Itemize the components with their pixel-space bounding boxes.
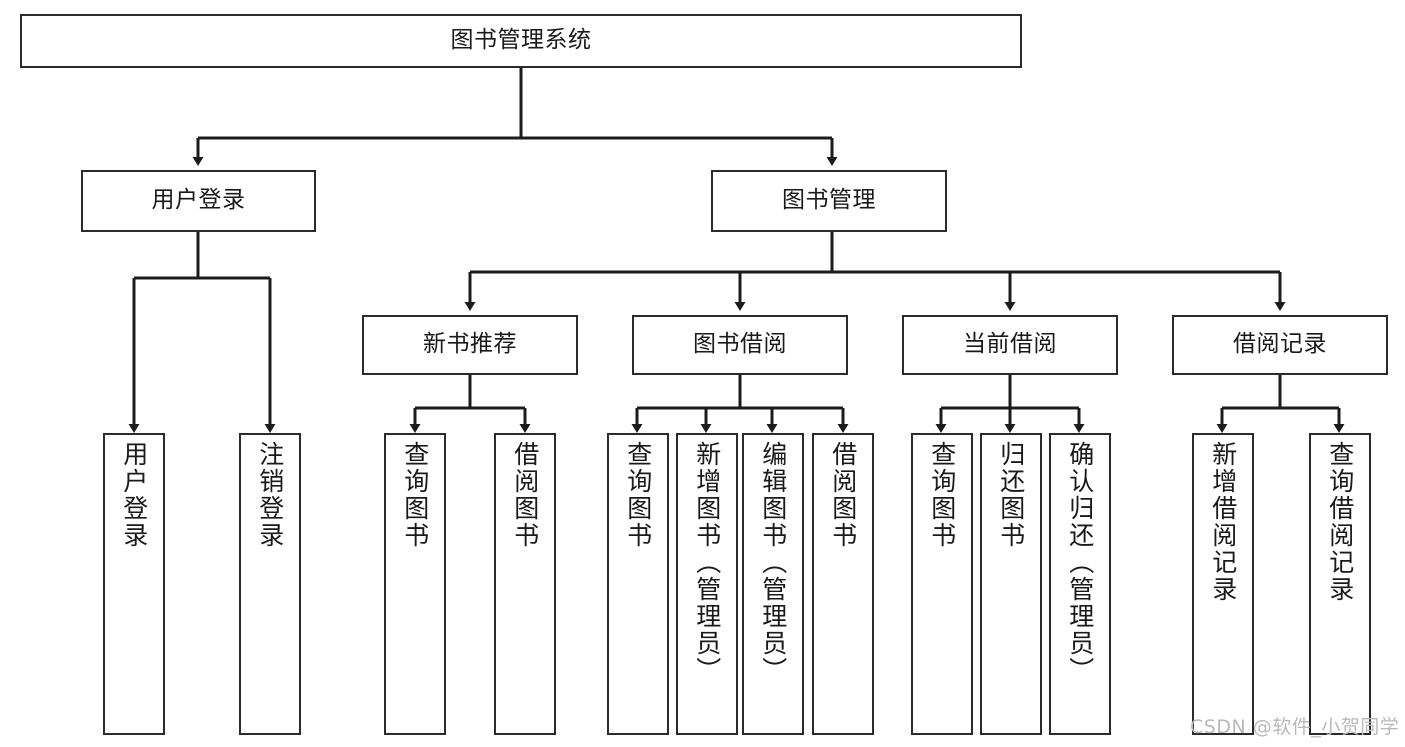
node-label: 归还图书 [996,441,1026,549]
node-label: 借阅记录 [1233,331,1327,358]
leaf-borrow-record-add-record[interactable]: 新增借阅记录 [1192,433,1254,735]
node-book-borrow[interactable]: 图书借阅 [632,315,848,375]
leaf-user-login-login[interactable]: 用户登录 [103,433,165,735]
node-label: 查询图书 [927,441,957,549]
node-user-login[interactable]: 用户登录 [81,170,316,232]
node-label: 图书管理系统 [450,27,592,54]
node-root-system[interactable]: 图书管理系统 [20,14,1022,68]
node-book-management[interactable]: 图书管理 [711,170,947,232]
leaf-new-book-query-book[interactable]: 查询图书 [384,433,446,735]
leaf-user-login-logout[interactable]: 注销登录 [239,433,301,735]
leaf-current-borrow-query-book[interactable]: 查询图书 [911,433,973,735]
node-label: 借阅图书 [510,441,540,549]
leaf-borrow-record-query-record[interactable]: 查询借阅记录 [1309,433,1371,735]
node-label: 图书借阅 [693,331,787,358]
leaf-current-borrow-return-book[interactable]: 归还图书 [980,433,1042,735]
leaf-current-borrow-confirm-return-admin[interactable]: 确认归还（管理员） [1049,433,1111,735]
node-label: 借阅图书 [828,441,858,549]
node-label: 查询图书 [623,441,653,549]
csdn-watermark: CSDN @软件_小贺同学 [1190,716,1400,738]
node-label: 用户登录 [151,187,246,214]
node-label: 新书推荐 [423,331,517,358]
leaf-book-borrow-borrow-book[interactable]: 借阅图书 [812,433,874,735]
node-label: 查询图书 [400,441,430,549]
node-label: 新增借阅记录 [1208,441,1238,603]
node-label: 图书管理 [782,187,876,214]
leaf-new-book-borrow-book[interactable]: 借阅图书 [494,433,556,735]
leaf-book-borrow-add-book-admin[interactable]: 新增图书（管理员） [676,433,738,735]
leaf-book-borrow-query-book[interactable]: 查询图书 [607,433,669,735]
node-label: 查询借阅记录 [1325,441,1355,603]
leaf-book-borrow-edit-book-admin[interactable]: 编辑图书（管理员） [742,433,804,735]
node-borrow-record[interactable]: 借阅记录 [1172,315,1388,375]
node-label: 编辑图书（管理员） [758,441,788,684]
node-new-book-recommend[interactable]: 新书推荐 [362,315,578,375]
node-label: 新增图书（管理员） [692,441,722,684]
node-label: 当前借阅 [963,331,1057,358]
node-label: 用户登录 [119,441,149,549]
node-label: 确认归还（管理员） [1065,441,1095,684]
node-current-borrow[interactable]: 当前借阅 [902,315,1118,375]
node-label: 注销登录 [255,441,285,549]
